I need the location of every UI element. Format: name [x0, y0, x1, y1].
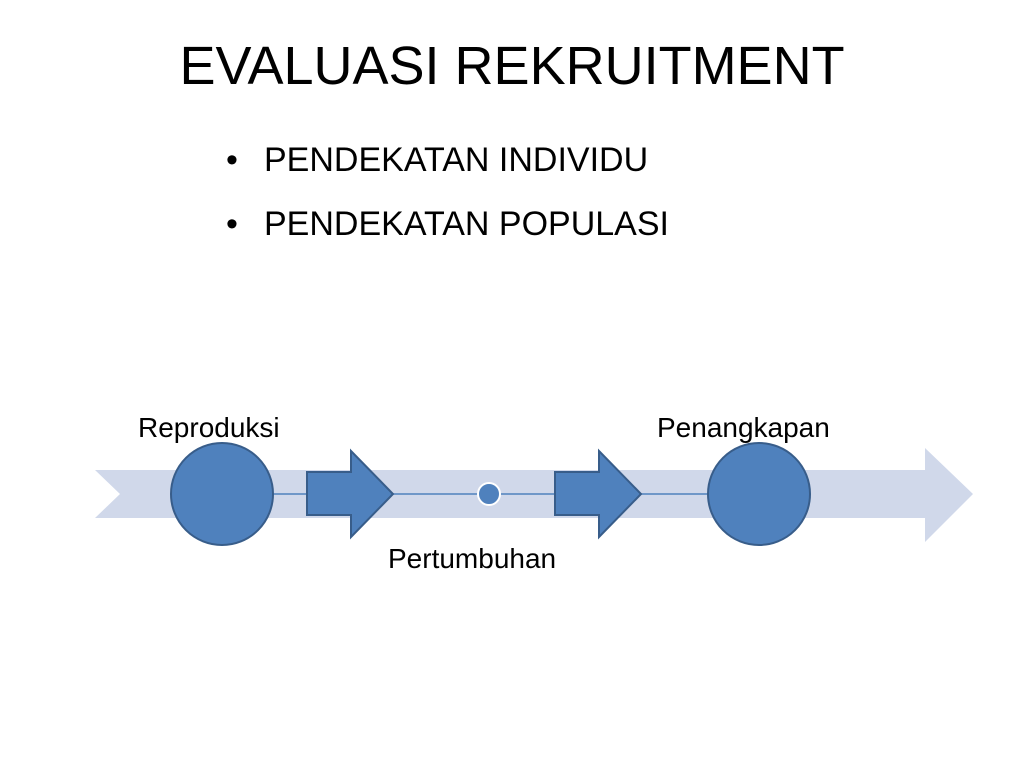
process-arrow-1 — [306, 448, 395, 540]
bullet-item-individu: • PENDEKATAN INDIVIDU — [222, 128, 669, 192]
label-penangkapan: Penangkapan — [657, 412, 830, 443]
slide-title: EVALUASI REKRUITMENT — [179, 36, 845, 96]
bullet-marker: • — [226, 141, 238, 179]
bullet-marker: • — [226, 205, 238, 243]
label-reproduksi: Reproduksi — [138, 412, 280, 443]
reproduksi-node — [170, 442, 274, 546]
label-pertumbuhan: Pertumbuhan — [388, 543, 557, 574]
process-arrow-2 — [554, 448, 643, 540]
bullet-item-populasi: • PENDEKATAN POPULASI — [222, 192, 669, 256]
bullet-list: • PENDEKATAN INDIVIDU • PENDEKATAN POPUL… — [222, 128, 669, 256]
pertumbuhan-node — [477, 482, 501, 506]
penangkapan-node — [707, 442, 811, 546]
bullet-text: PENDEKATAN POPULASI — [264, 205, 669, 243]
bullet-text: PENDEKATAN INDIVIDU — [264, 141, 649, 179]
